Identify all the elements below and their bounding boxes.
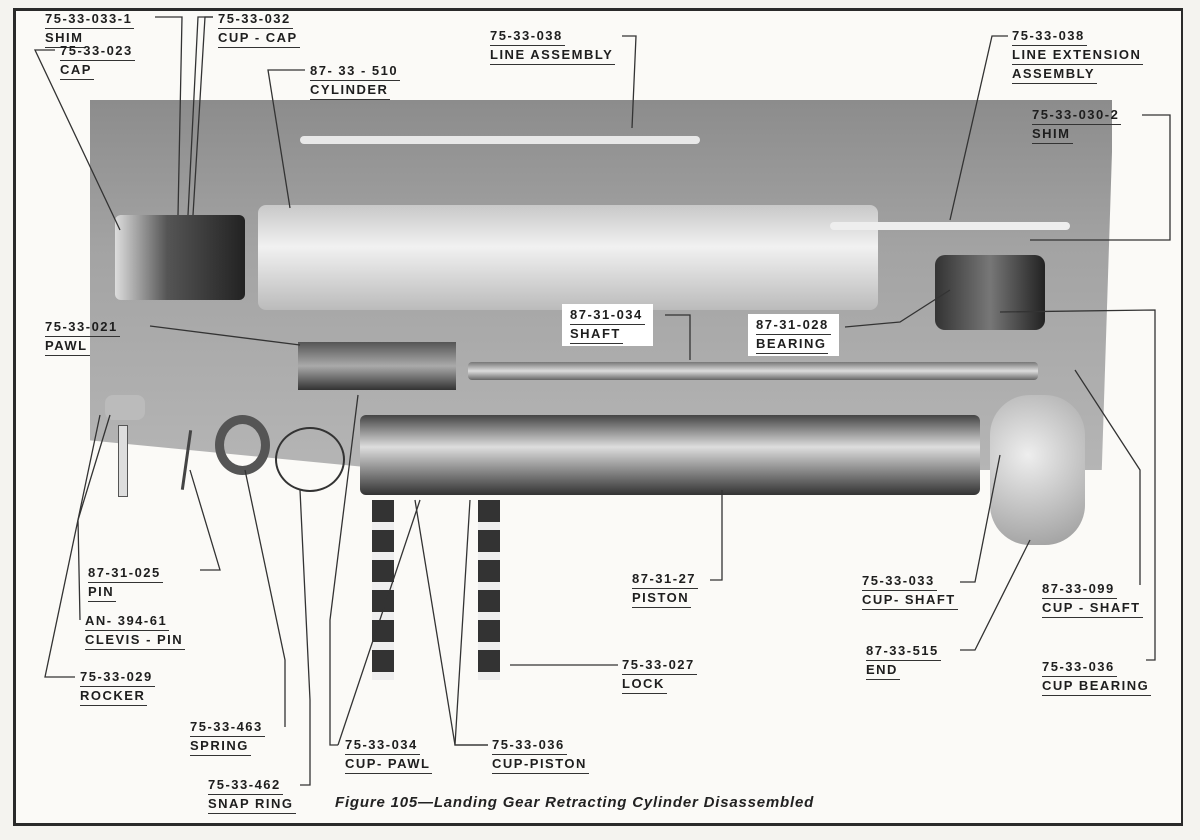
part-name: SHAFT: [570, 325, 623, 344]
line-assembly-tube: [300, 136, 700, 144]
lock-chain-left: [372, 500, 394, 680]
part-number: 75-33-463: [190, 718, 265, 737]
part-name: CUP-PISTON: [492, 755, 589, 774]
part-number: 87-33-515: [866, 642, 941, 661]
part-number: 75-33-033: [862, 572, 937, 591]
part-number: 75-33-036: [492, 736, 567, 755]
part-number: 75-33-032: [218, 10, 293, 29]
part-name: CUP- SHAFT: [862, 591, 958, 610]
part-name: LINE ASSEMBLY: [490, 46, 616, 65]
part-number: 75-33-027: [622, 656, 697, 675]
line-extension-tube: [830, 222, 1070, 230]
part-number: 75-33-030-2: [1032, 106, 1122, 125]
part-name: SHIM: [1032, 125, 1073, 144]
end-part: [990, 395, 1085, 545]
part-number: AN- 394-61: [85, 612, 170, 631]
part-name: SNAP RING: [208, 795, 296, 814]
cap-part: [115, 215, 245, 300]
part-number: 75-33-023: [60, 42, 135, 61]
part-number: 75-33-036: [1042, 658, 1117, 677]
part-name: SPRING: [190, 737, 251, 756]
part-number: 75-33-462: [208, 776, 283, 795]
part-number: 75-33-033-1: [45, 10, 135, 29]
part-name: PIN: [88, 583, 117, 602]
part-name: CYLINDER: [310, 81, 391, 100]
part-name-line2: ASSEMBLY: [1012, 65, 1098, 84]
part-number: 87-31-034: [570, 306, 645, 325]
lock-chain-right: [478, 500, 500, 680]
part-name: CUP - CAP: [218, 29, 300, 48]
part-name: CUP BEARING: [1042, 677, 1152, 696]
part-name: CUP - SHAFT: [1042, 599, 1143, 618]
part-name: CLEVIS - PIN: [85, 631, 186, 650]
part-name: CAP: [60, 61, 94, 80]
part-name: CUP- PAWL: [345, 755, 433, 774]
part-number: 75-33-038: [490, 27, 565, 46]
part-number: 87-31-025: [88, 564, 163, 583]
snap-ring: [275, 427, 345, 492]
pawl-part: [298, 342, 456, 390]
cylinder-body: [258, 205, 878, 310]
figure-caption: Figure 105—Landing Gear Retracting Cylin…: [335, 794, 815, 811]
part-number: 87- 33 - 510: [310, 62, 401, 81]
spring-ring: [215, 415, 270, 475]
part-name: ROCKER: [80, 687, 148, 706]
part-name: LINE EXTENSION: [1012, 46, 1144, 65]
part-number: 87-31-028: [756, 316, 831, 335]
part-number: 87-31-27: [632, 570, 699, 589]
part-name: END: [866, 661, 900, 680]
rocker-part: [105, 395, 145, 420]
bearing-part: [935, 255, 1045, 330]
part-number: 75-33-034: [345, 736, 420, 755]
shaft-rod: [468, 362, 1038, 380]
part-name: PISTON: [632, 589, 692, 608]
part-name: BEARING: [756, 335, 829, 354]
piston-part: [360, 415, 980, 495]
clevis-pin-part: [118, 425, 128, 497]
part-number: 75-33-021: [45, 318, 120, 337]
part-name: SHIM: [45, 29, 86, 48]
part-number: 75-33-038: [1012, 27, 1087, 46]
part-name: PAWL: [45, 337, 90, 356]
part-name: LOCK: [622, 675, 667, 694]
part-number: 87-33-099: [1042, 580, 1117, 599]
part-number: 75-33-029: [80, 668, 155, 687]
